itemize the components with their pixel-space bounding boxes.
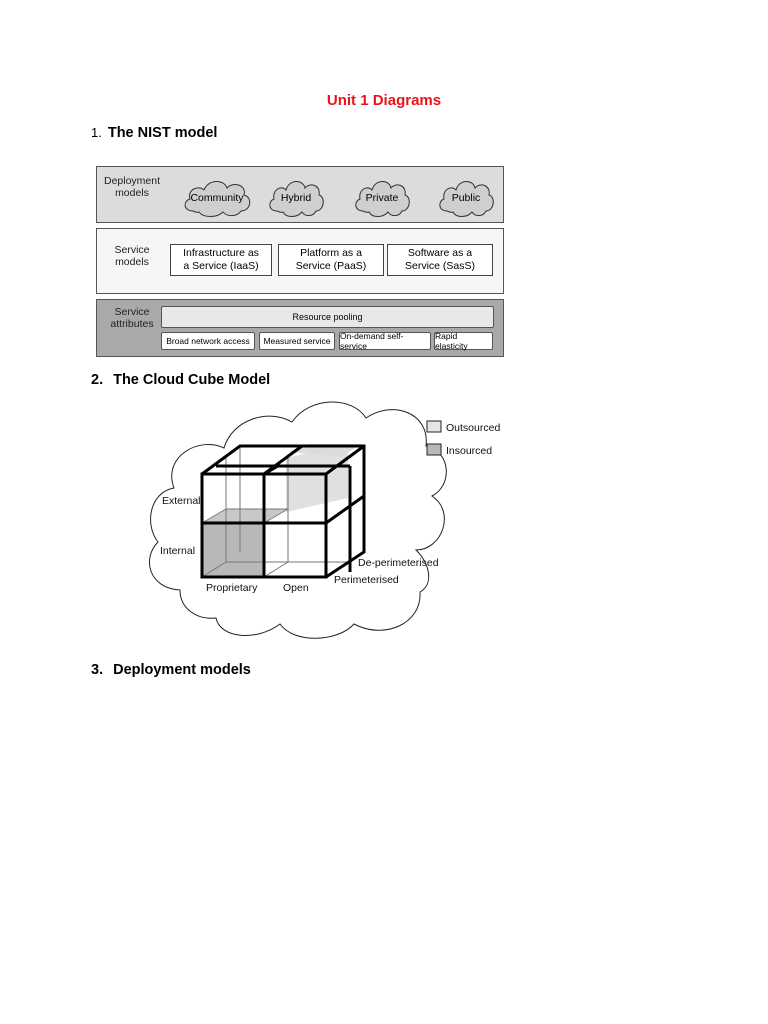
cube-thick-lines: [200, 444, 366, 579]
deployment-cloud-hybrid: Hybrid: [265, 175, 327, 221]
legend-label-outsourced: Outsourced: [446, 422, 500, 434]
attribute-measured-service: Measured service: [259, 332, 335, 350]
resource-pooling-box: Resource pooling: [161, 306, 494, 328]
outsourced-cell-back-right: [286, 444, 348, 512]
deployment-model-label: Private: [365, 192, 399, 204]
cloud-cube-diagram: External Internal Proprietary Open Perim…: [140, 392, 520, 652]
label-open: Open: [283, 582, 309, 594]
section-heading-deployment-models: 3. Deployment models: [91, 662, 251, 678]
section-title: Deployment models: [113, 662, 251, 678]
section-number: 1.: [91, 125, 102, 140]
service-model-line: Platform as a: [300, 247, 362, 259]
cloud-icon: [355, 181, 410, 217]
section-number: 2.: [91, 372, 104, 388]
attribute-broad-network-access: Broad network access: [161, 332, 255, 350]
service-model-line: Software as a: [407, 247, 473, 259]
cloud-icon: [439, 181, 494, 217]
deployment-models-row: Deployment models Community Hybrid Priva…: [96, 166, 504, 223]
deployment-models-label: Deployment models: [103, 175, 161, 199]
cloud-icon: [269, 181, 324, 217]
service-model-line: Service (PaaS): [295, 260, 367, 272]
deployment-model-label: Public: [451, 192, 481, 204]
nist-model-diagram: Deployment models Community Hybrid Priva…: [96, 160, 504, 358]
label-external: External: [162, 495, 201, 507]
section-title: The NIST model: [107, 125, 218, 141]
insourced-cell-front-bottom-left: [202, 523, 264, 577]
label-internal: Internal: [160, 545, 195, 557]
page-title: Unit 1 Diagrams: [326, 92, 442, 109]
label-deperimeterised: De-perimeterised: [358, 557, 439, 569]
legend-label-insourced: Insourced: [446, 445, 492, 457]
deployment-model-label: Community: [190, 192, 244, 204]
attribute-on-demand-self-service: On-demand self-service: [339, 331, 431, 351]
legend-swatch-insourced: [426, 443, 442, 456]
legend-swatch-outsourced: [426, 420, 442, 433]
section-number: 3.: [91, 662, 104, 678]
insourced-cell-top-face: [202, 509, 288, 523]
deployment-cloud-public: Public: [435, 175, 497, 221]
cloud-cube-svg: External Internal Proprietary Open Perim…: [149, 401, 500, 639]
cloud-icon: [184, 181, 251, 217]
service-attributes-row: Service attributes Resource pooling Broa…: [96, 299, 504, 357]
service-attributes-label: Service attributes: [110, 306, 154, 330]
cloud-outline: [149, 401, 447, 639]
section-title: The Cloud Cube Model: [113, 372, 271, 388]
section-heading-cloud-cube: 2. The Cloud Cube Model: [91, 372, 270, 388]
service-model-line: a Service (IaaS): [183, 260, 259, 272]
label-proprietary: Proprietary: [206, 582, 258, 594]
deployment-cloud-community: Community: [179, 175, 255, 221]
label-perimeterised: Perimeterised: [334, 574, 399, 586]
deployment-cloud-private: Private: [351, 175, 413, 221]
deployment-model-label: Hybrid: [280, 192, 312, 204]
service-model-line: Service (SasS): [404, 260, 476, 272]
service-models-label: Service models: [114, 244, 150, 268]
section-heading-nist: 1. The NIST model: [91, 125, 217, 141]
attribute-rapid-elasticity: Rapid elasticity: [434, 331, 493, 351]
service-model-line: Infrastructure as: [183, 247, 259, 259]
